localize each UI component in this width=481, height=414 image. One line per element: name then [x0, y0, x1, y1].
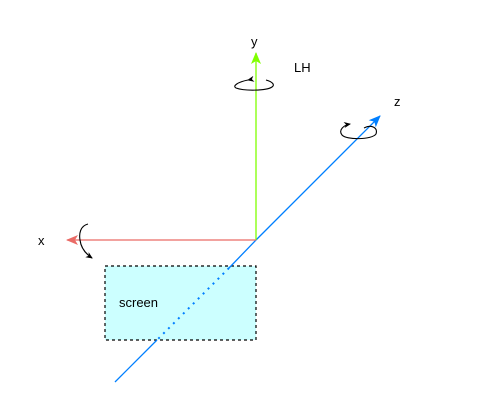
x-axis-label: x	[38, 233, 45, 248]
x-rotation-arrow-icon	[79, 223, 93, 259]
z-rotation-arrow-icon	[340, 122, 377, 140]
z-axis	[255, 115, 381, 241]
z-axis-label: z	[394, 94, 401, 109]
y-axis-label: y	[251, 34, 258, 49]
handedness-label: LH	[294, 60, 311, 75]
z-axis-front-segment	[228, 239, 257, 269]
screen-label: screen	[119, 295, 158, 310]
z-axis-tail-segment	[114, 339, 158, 383]
z-axis-hidden-segment	[156, 267, 230, 341]
screen-rect	[104, 265, 257, 341]
y-rotation-arrow-icon	[234, 75, 274, 91]
